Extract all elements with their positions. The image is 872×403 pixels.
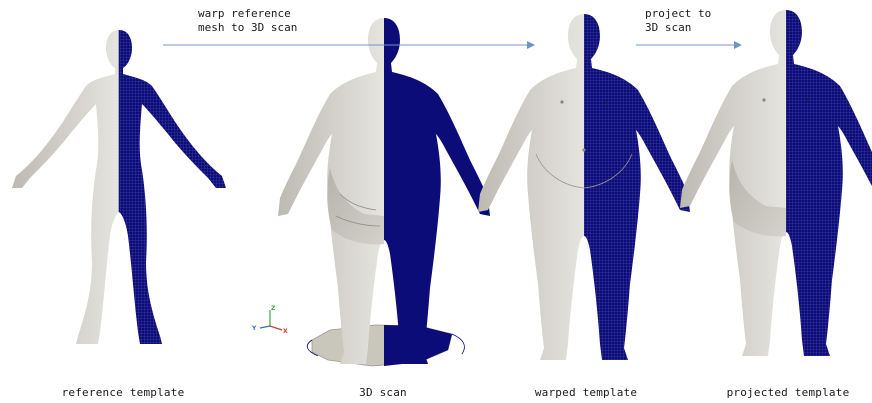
warp-step-label: warp reference mesh to 3D scan <box>198 7 297 35</box>
arrow-warp <box>163 41 535 49</box>
arrow-project <box>636 41 742 49</box>
z-axis-label: Z <box>271 305 276 312</box>
x-axis-line <box>270 326 282 330</box>
project-step-label: project to 3D scan <box>645 7 711 35</box>
y-axis-line <box>260 326 270 328</box>
y-axis-label: Y <box>251 325 257 332</box>
orientation-axes: Z X Y <box>251 305 288 335</box>
warped-template-figure <box>478 14 690 360</box>
reference-template-caption: reference template <box>62 386 185 399</box>
x-axis-label: X <box>283 328 288 335</box>
scan-caption: 3D scan <box>359 386 407 399</box>
projected-template-caption: projected template <box>727 386 850 399</box>
reference-template-figure <box>12 30 226 344</box>
scan-platform <box>307 325 464 366</box>
projected-template-figure <box>680 10 872 356</box>
scan-figure <box>278 18 490 364</box>
warped-template-caption: warped template <box>535 386 637 399</box>
